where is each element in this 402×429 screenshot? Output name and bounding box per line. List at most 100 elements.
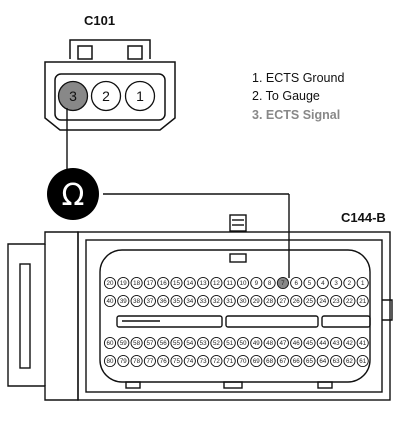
connector-a-pin-1: 1 xyxy=(124,80,156,112)
connector-b-pin-50: 50 xyxy=(236,336,250,350)
connector-b-pin-61: 61 xyxy=(356,354,369,368)
connector-b-pin-label: 56 xyxy=(160,340,167,347)
connector-b-pin-21: 21 xyxy=(356,294,369,308)
connector-b-pin-label: 80 xyxy=(107,358,114,365)
connector-b-pin-label: 14 xyxy=(186,280,193,287)
connector-b-pin-44: 44 xyxy=(316,336,329,350)
connector-b-pin-65: 65 xyxy=(303,354,316,368)
connector-b-pin-55: 55 xyxy=(170,336,183,350)
connector-b-pin-label: 61 xyxy=(359,358,366,365)
connector-b-pin-label: 68 xyxy=(266,358,273,365)
connector-b-pin-7: 7 xyxy=(276,276,289,290)
connector-b-pin-label: 7 xyxy=(281,280,285,287)
connector-a-pin-3: 3 xyxy=(57,80,89,112)
connector-b-pin-label: 1 xyxy=(361,280,365,287)
connector-b-pin-38: 38 xyxy=(130,294,143,308)
connector-b-pin-label: 19 xyxy=(120,280,127,287)
connector-b-pin-label: 47 xyxy=(279,340,286,347)
connector-b-pin-label: 52 xyxy=(213,340,220,347)
connector-b-pin-67: 67 xyxy=(276,354,289,368)
connector-b-pin-label: 32 xyxy=(213,298,220,305)
connector-a-pin-label: 2 xyxy=(102,88,110,104)
connector-b-pin-45: 45 xyxy=(303,336,316,350)
connector-b-pin-label: 5 xyxy=(308,280,312,287)
connector-b-pin-label: 30 xyxy=(240,298,247,305)
connector-b-pin-64: 64 xyxy=(316,354,329,368)
connector-b-pin-78: 78 xyxy=(130,354,143,368)
connector-b-pin-label: 33 xyxy=(200,298,207,305)
pin-legend: 1. ECTS Ground 2. To Gauge 3. ECTS Signa… xyxy=(252,71,344,122)
connector-b-pin-66: 66 xyxy=(290,354,303,368)
connector-b-pin-43: 43 xyxy=(330,336,343,350)
connector-b-pin-27: 27 xyxy=(276,294,289,308)
connector-b-pin-62: 62 xyxy=(343,354,356,368)
connector-b-pin-label: 31 xyxy=(226,298,233,305)
connector-b-pin-label: 63 xyxy=(333,358,340,365)
connector-b-pin-60: 60 xyxy=(103,336,117,350)
connector-b-pin-label: 16 xyxy=(160,280,167,287)
connector-b-label: C144-B xyxy=(341,210,386,225)
connector-b-pin-label: 64 xyxy=(319,358,326,365)
connector-b-pin-label: 34 xyxy=(186,298,193,305)
connector-b-pin-40: 40 xyxy=(103,294,117,308)
connector-b-pin-24: 24 xyxy=(316,294,329,308)
ohmmeter-icon: Ω xyxy=(47,168,99,220)
connector-b-pin-label: 75 xyxy=(173,358,180,365)
connector-b-pin-label: 27 xyxy=(279,298,286,305)
connector-b-pin-33: 33 xyxy=(197,294,210,308)
connector-b-pin-48: 48 xyxy=(263,336,276,350)
connector-b-pin-label: 74 xyxy=(186,358,193,365)
connector-b-pin-72: 72 xyxy=(210,354,223,368)
connector-b-pin-70: 70 xyxy=(236,354,250,368)
connector-b-pin-label: 43 xyxy=(333,340,340,347)
connector-b-pin-label: 44 xyxy=(319,340,326,347)
connector-b-pin-label: 6 xyxy=(294,280,298,287)
ohm-symbol: Ω xyxy=(62,178,85,213)
connector-b-pin-13: 13 xyxy=(197,276,210,290)
connector-b-pin-label: 3 xyxy=(334,280,338,287)
connector-b-pin-30: 30 xyxy=(236,294,250,308)
connector-b-pin-label: 35 xyxy=(173,298,180,305)
connector-b-pin-label: 71 xyxy=(226,358,233,365)
connector-b-pin-label: 45 xyxy=(306,340,313,347)
connector-b-pin-label: 79 xyxy=(120,358,127,365)
connector-b-pin-74: 74 xyxy=(183,354,196,368)
connector-b-pin-47: 47 xyxy=(276,336,289,350)
connector-a-label: C101 xyxy=(84,13,115,28)
connector-b-pin-label: 77 xyxy=(146,358,153,365)
connector-b-pin-54: 54 xyxy=(183,336,196,350)
connector-b-pin-29: 29 xyxy=(250,294,263,308)
connector-b-pin-label: 65 xyxy=(306,358,313,365)
connector-b-pin-label: 24 xyxy=(319,298,326,305)
connector-b-pin-63: 63 xyxy=(330,354,343,368)
connector-b-pin-label: 46 xyxy=(293,340,300,347)
legend-item-2: 2. To Gauge xyxy=(252,89,320,103)
connector-b-pin-label: 38 xyxy=(133,298,140,305)
connector-b-pin-label: 18 xyxy=(133,280,140,287)
connector-b-pin-59: 59 xyxy=(117,336,130,350)
connector-b-pin-label: 66 xyxy=(293,358,300,365)
legend-item-3: 3. ECTS Signal xyxy=(252,108,340,122)
connector-b-pin-label: 20 xyxy=(107,280,114,287)
connector-b-pin-label: 40 xyxy=(107,298,114,305)
connector-b-pin-label: 2 xyxy=(348,280,352,287)
connector-b-pin-58: 58 xyxy=(130,336,143,350)
connector-b-pin-57: 57 xyxy=(143,336,156,350)
connector-b-pin-label: 42 xyxy=(346,340,353,347)
connector-b-pin-52: 52 xyxy=(210,336,223,350)
connector-b-pin-18: 18 xyxy=(130,276,143,290)
connector-b-pin-9: 9 xyxy=(250,276,263,290)
connector-b-pin-label: 26 xyxy=(293,298,300,305)
connector-b-pin-68: 68 xyxy=(263,354,276,368)
connector-b-pin-label: 53 xyxy=(200,340,207,347)
connector-b-pin-label: 50 xyxy=(240,340,247,347)
connector-a xyxy=(44,39,176,131)
legend-item-1: 1. ECTS Ground xyxy=(252,71,344,85)
connector-b-pin-label: 23 xyxy=(333,298,340,305)
connector-b-pin-label: 49 xyxy=(253,340,260,347)
connector-b-pin-23: 23 xyxy=(330,294,343,308)
connector-b-pin-label: 78 xyxy=(133,358,140,365)
connector-b-pin-41: 41 xyxy=(356,336,369,350)
